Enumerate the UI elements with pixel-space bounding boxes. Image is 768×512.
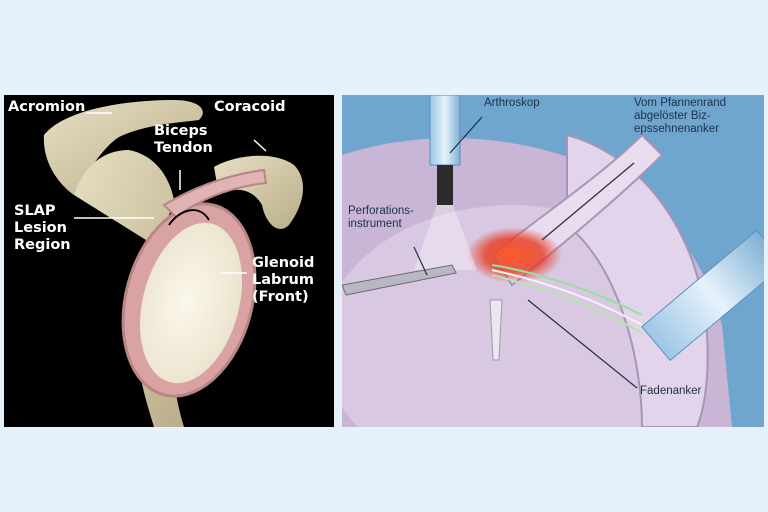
label-fadenanker: Fadenanker (640, 385, 702, 397)
label-arthroskop: Arthroskop (484, 97, 540, 109)
right-illustration-panel: Arthroskop Vom Pfannenrand abgelöster Bi… (342, 95, 764, 427)
left-illustration-panel: Acromion Coracoid Biceps Tendon SLAP Les… (4, 95, 334, 427)
label-slap-lesion: SLAP Lesion Region (14, 203, 71, 253)
acromion-bone (43, 100, 203, 195)
perforation-instrument (342, 264, 457, 296)
label-biceps-tendon: Biceps Tendon (154, 123, 213, 156)
lesion-glow (466, 227, 562, 283)
coracoid-bone (214, 155, 304, 229)
suture-anchor (489, 299, 503, 361)
arthroscope-beam (414, 205, 477, 270)
label-coracoid: Coracoid (214, 99, 286, 115)
glenoid-surface (140, 222, 242, 384)
label-perforation-instrument: Perforations- instrument (348, 205, 414, 230)
arthroscopic-repair-illustration (342, 95, 764, 427)
shoulder-anatomy-illustration (43, 100, 304, 427)
label-detached-anchor: Vom Pfannenrand abgelöster Biz- epssehne… (634, 97, 727, 135)
arthroscope-tip (437, 165, 453, 205)
cannula (641, 229, 764, 362)
biceps-tendon (162, 168, 268, 219)
slap-lesion-line (168, 209, 210, 226)
label-acromion: Acromion (8, 99, 86, 115)
label-glenoid-labrum: Glenoid Labrum (Front) (252, 255, 315, 305)
arthroscope-tube (429, 95, 461, 166)
